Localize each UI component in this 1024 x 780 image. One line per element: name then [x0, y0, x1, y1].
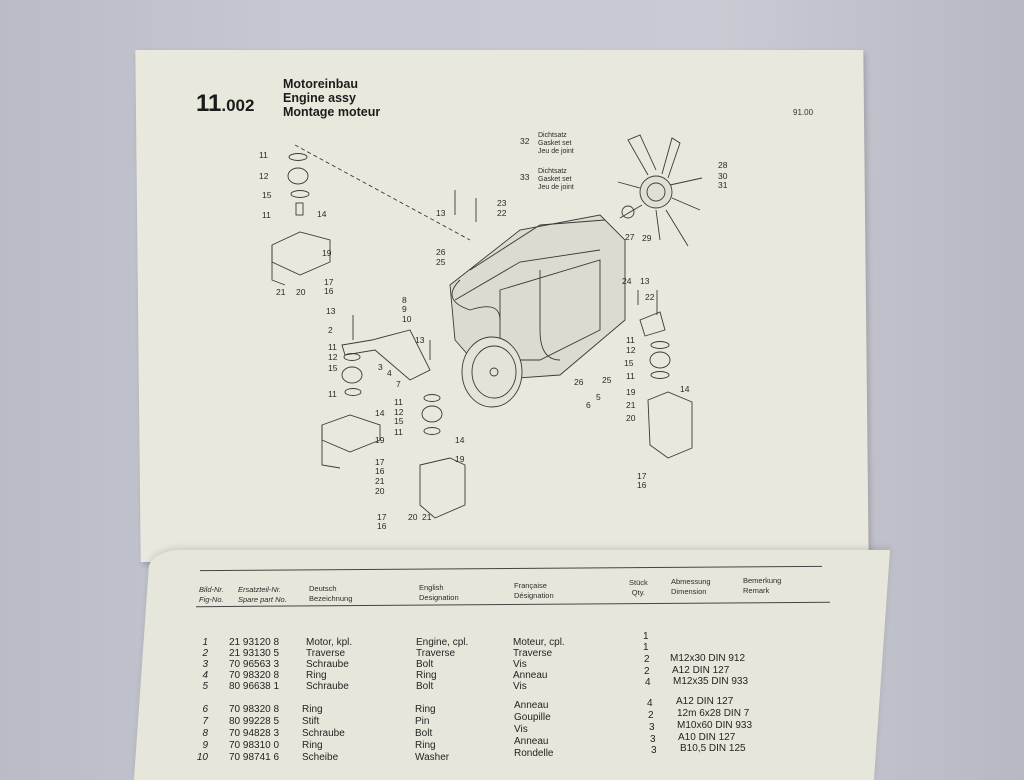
svg-text:22: 22 [497, 208, 507, 218]
svg-text:19: 19 [322, 248, 332, 258]
svg-text:17: 17 [377, 512, 387, 522]
svg-text:15: 15 [262, 190, 272, 200]
svg-text:11: 11 [328, 389, 337, 399]
svg-text:12: 12 [259, 171, 269, 181]
svg-text:14: 14 [680, 384, 690, 394]
svg-text:7: 7 [396, 379, 401, 389]
revision-date: 91.00 [793, 108, 814, 117]
svg-text:2: 2 [328, 325, 333, 335]
svg-text:12: 12 [394, 407, 404, 417]
svg-text:3: 3 [378, 362, 383, 372]
svg-text:21: 21 [375, 476, 385, 486]
svg-text:26: 26 [574, 377, 584, 387]
svg-text:5: 5 [596, 392, 601, 402]
svg-text:Gasket set: Gasket set [538, 140, 572, 147]
svg-text:Dichtsatz: Dichtsatz [538, 168, 567, 175]
svg-text:14: 14 [375, 408, 385, 418]
svg-text:24: 24 [622, 276, 632, 286]
svg-text:13: 13 [436, 208, 446, 218]
svg-text:11: 11 [259, 150, 268, 160]
svg-text:6: 6 [586, 400, 591, 410]
svg-text:17: 17 [637, 471, 647, 481]
svg-text:25: 25 [436, 257, 446, 267]
svg-text:13: 13 [326, 306, 336, 316]
svg-text:13: 13 [640, 276, 650, 286]
svg-text:14: 14 [317, 209, 327, 219]
svg-text:28: 28 [718, 160, 728, 170]
title-german: Motoreinbau [283, 77, 358, 91]
svg-text:4: 4 [387, 368, 392, 378]
svg-text:8: 8 [402, 295, 407, 305]
svg-text:17: 17 [375, 457, 385, 467]
svg-text:11: 11 [394, 427, 403, 437]
svg-text:32: 32 [520, 136, 530, 146]
svg-text:21: 21 [422, 512, 432, 522]
svg-text:23: 23 [497, 198, 507, 208]
svg-text:33: 33 [520, 172, 530, 182]
section-number: 11.002 [196, 90, 255, 117]
svg-text:21: 21 [626, 400, 636, 410]
title-english: Engine assy [283, 91, 356, 105]
svg-text:21: 21 [276, 287, 286, 297]
header-fig-no: Bild-Nr.Fig-No. [199, 585, 224, 604]
svg-text:20: 20 [408, 512, 418, 522]
svg-text:16: 16 [377, 521, 387, 531]
svg-text:20: 20 [375, 486, 385, 496]
svg-text:Jeu de joint: Jeu de joint [538, 148, 574, 155]
svg-text:16: 16 [637, 480, 647, 490]
svg-text:Dichtsatz: Dichtsatz [538, 132, 567, 139]
svg-text:30: 30 [718, 171, 728, 181]
svg-text:10: 10 [402, 314, 412, 324]
title-french: Montage moteur [283, 105, 381, 119]
svg-text:11: 11 [626, 371, 635, 381]
svg-text:12: 12 [626, 345, 636, 355]
svg-text:16: 16 [324, 286, 334, 296]
svg-text:Gasket set: Gasket set [538, 176, 572, 183]
exploded-engine-diagram: 11 12 15 11 14 19 17 16 21 20 13 23 22 2… [230, 125, 750, 545]
svg-text:26: 26 [436, 247, 446, 257]
svg-text:9: 9 [402, 304, 407, 314]
header-spare-part-no: Ersatzteil-Nr.Spare part No. [238, 585, 287, 604]
svg-text:20: 20 [296, 287, 306, 297]
svg-text:19: 19 [375, 435, 385, 445]
svg-text:13: 13 [415, 335, 425, 345]
section-titles: Motoreinbau Engine assy Montage moteur [283, 77, 380, 119]
svg-text:11: 11 [626, 335, 635, 345]
svg-text:27: 27 [625, 232, 635, 242]
svg-text:19: 19 [626, 387, 636, 397]
svg-text:16: 16 [375, 466, 385, 476]
svg-text:31: 31 [718, 180, 728, 190]
svg-text:29: 29 [642, 233, 652, 243]
svg-text:11: 11 [394, 397, 403, 407]
svg-text:17: 17 [324, 277, 334, 287]
svg-text:22: 22 [645, 292, 655, 302]
svg-text:Jeu de joint: Jeu de joint [538, 184, 574, 191]
svg-text:19: 19 [455, 454, 465, 464]
svg-text:14: 14 [455, 435, 465, 445]
svg-text:15: 15 [328, 363, 338, 373]
svg-text:20: 20 [626, 413, 636, 423]
svg-text:15: 15 [394, 416, 404, 426]
svg-text:15: 15 [624, 358, 634, 368]
svg-text:12: 12 [328, 352, 338, 362]
svg-text:11: 11 [328, 342, 337, 352]
svg-text:11: 11 [262, 210, 271, 220]
svg-text:25: 25 [602, 375, 612, 385]
